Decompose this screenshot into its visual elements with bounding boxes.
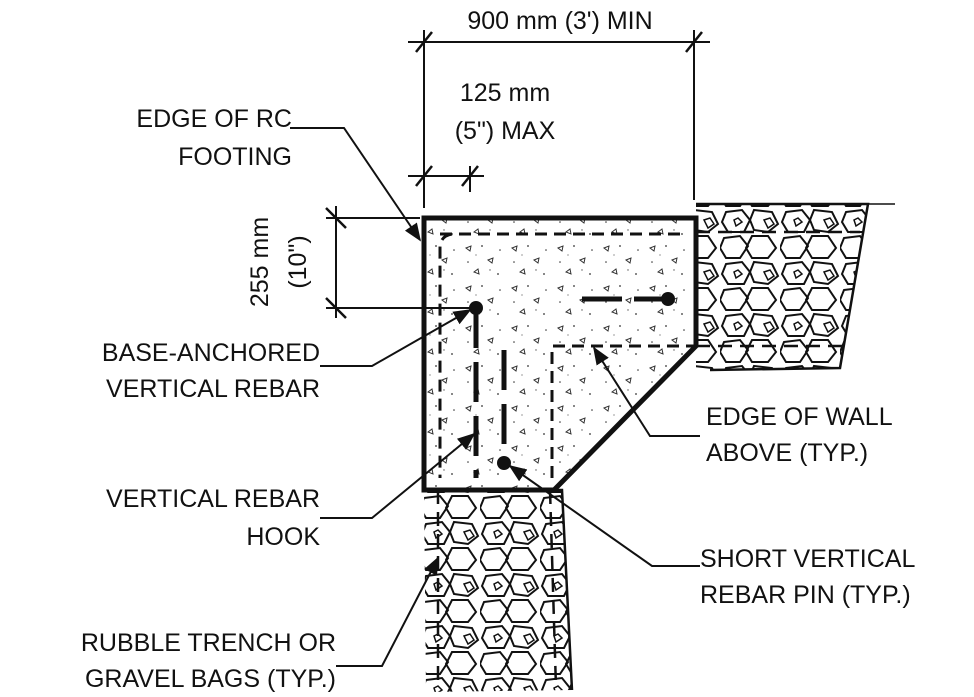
dim-depth-tick-top xyxy=(325,207,347,229)
dim-width-label: 900 mm (3') MIN xyxy=(467,7,653,35)
callout-rebar-hook-2: HOOK xyxy=(246,523,320,551)
rubble-trench-bottom xyxy=(424,490,572,692)
rubble-trench-right-edge xyxy=(696,202,870,372)
leader-rubble xyxy=(336,556,439,667)
dim-edge-label-2: (5") MAX xyxy=(454,117,556,145)
dim-width-tick-left xyxy=(415,31,433,53)
callout-rebar-pin-1: SHORT VERTICAL xyxy=(700,545,916,573)
leader-edge-of-footing xyxy=(290,127,422,242)
callout-rubble-1: RUBBLE TRENCH OR xyxy=(80,629,336,657)
dim-edge-label-1: 125 mm xyxy=(459,79,551,107)
callout-rebar-hook-1: VERTICAL REBAR xyxy=(106,485,320,513)
rebar-pin-dot-bottom xyxy=(497,456,511,470)
callout-wall-edge-2: ABOVE (TYP.) xyxy=(706,439,869,467)
dim-edge-tick-right xyxy=(461,165,479,187)
callout-wall-edge-1: EDGE OF WALL xyxy=(706,403,893,431)
rubble-trench-right xyxy=(696,204,868,370)
leader-rebar-pin xyxy=(508,464,700,567)
dim-depth-label-1: 255 mm xyxy=(246,216,274,308)
callout-edge-of-footing-1: EDGE OF RC xyxy=(136,105,292,133)
leader-base-anchored xyxy=(320,309,472,367)
callout-base-anchored-2: VERTICAL REBAR xyxy=(106,375,320,403)
dim-depth-label-2: (10") xyxy=(284,235,312,289)
rc-footing xyxy=(421,215,699,493)
wall-edge-above xyxy=(438,232,696,478)
dim-width-tick-right xyxy=(685,31,703,53)
rebar-pin-dot-right xyxy=(661,292,675,306)
dim-depth-tick-bottom xyxy=(325,297,347,319)
callout-base-anchored-1: BASE-ANCHORED xyxy=(101,339,320,367)
base-anchored-rebar-dot xyxy=(469,301,483,315)
dim-edge-tick-left xyxy=(415,165,433,187)
leader-wall-edge xyxy=(593,346,700,437)
callout-edge-of-footing-2: FOOTING xyxy=(178,143,292,171)
callout-rubble-2: GRAVEL BAGS (TYP.) xyxy=(84,665,336,693)
callout-rebar-pin-2: REBAR PIN (TYP.) xyxy=(700,581,911,609)
leader-rebar-hook xyxy=(320,432,476,519)
trench-bottom-dash-right xyxy=(548,489,558,689)
